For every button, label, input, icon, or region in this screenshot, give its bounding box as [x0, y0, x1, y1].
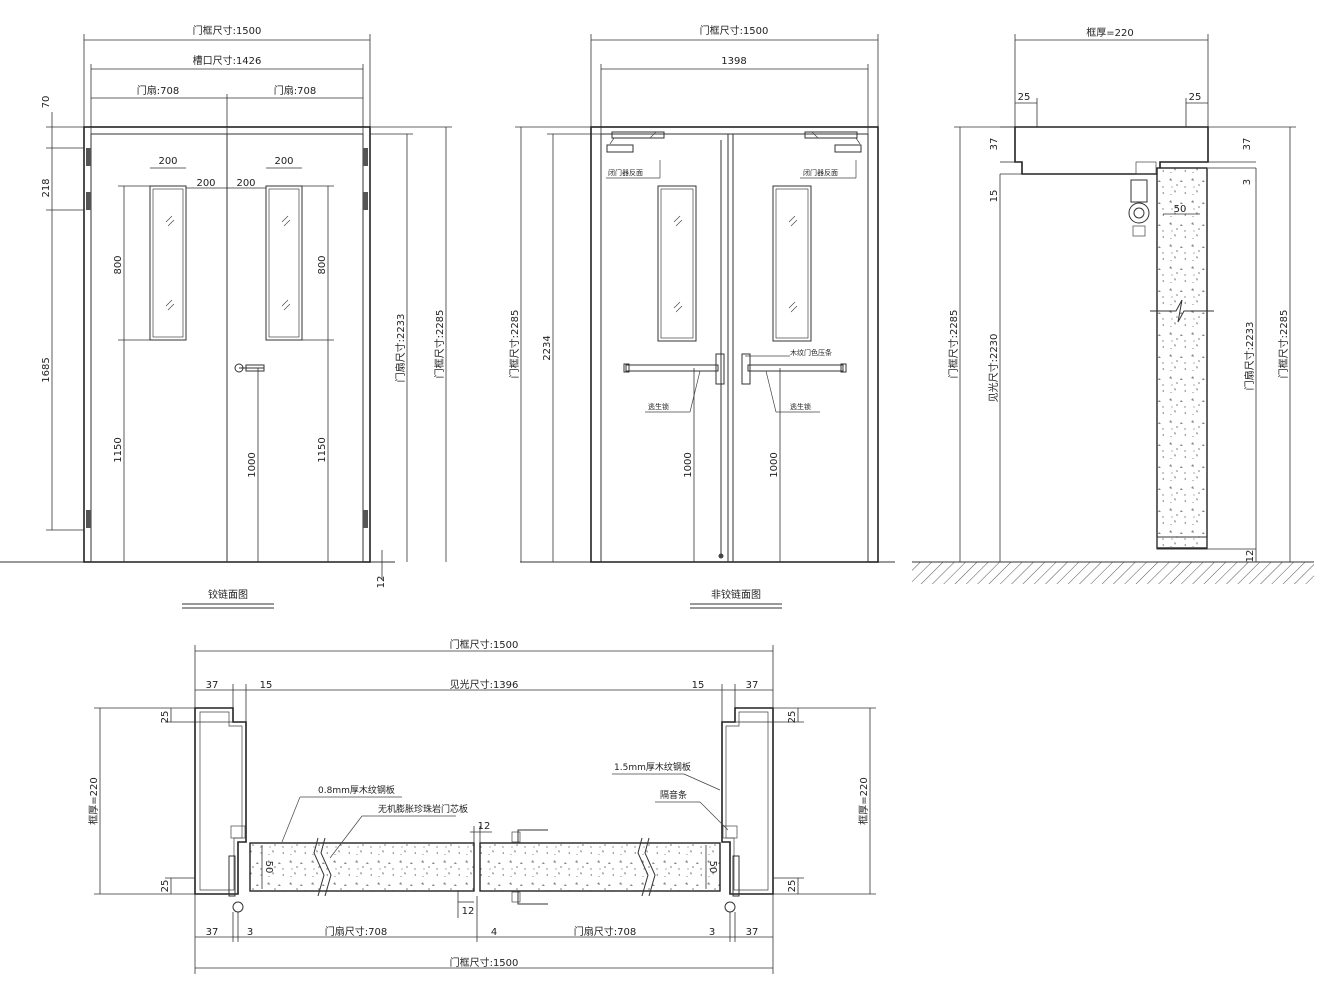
- inner-width-dim: 1398: [721, 56, 746, 67]
- dim-200-d: 200: [274, 156, 293, 167]
- plan-dim-4: 4: [491, 927, 497, 938]
- plan-thickness-right: 框厚=220: [857, 777, 870, 824]
- frame-height-dim-3: 门框尺寸:2285: [947, 310, 960, 379]
- leaf-height-dim-3: 门扇尺寸:2233: [1243, 322, 1256, 391]
- note-seal: 隔音条: [660, 789, 687, 801]
- dim-200-a: 200: [158, 156, 177, 167]
- dim-70: 70: [41, 96, 52, 109]
- dim-25-right-side: 25: [1189, 92, 1202, 103]
- plan-leaf-left: 门扇尺寸:708: [325, 925, 387, 938]
- note-steel-15: 1.5mm厚木纹钢板: [614, 761, 691, 773]
- frame-width-dim-2: 门框尺寸:1500: [700, 24, 769, 37]
- plan-leaf-right: 门扇尺寸:708: [574, 925, 636, 938]
- closer-label-left: 闭门器反面: [608, 168, 643, 177]
- note-steel-08: 0.8mm厚木纹钢板: [318, 784, 395, 796]
- plan-dim-3-l: 3: [247, 927, 253, 938]
- plan-dim-25-br: 25: [787, 880, 798, 893]
- leaf-height-dim: 门扇尺寸:2233: [394, 314, 407, 383]
- note-core: 无机膨胀珍珠岩门芯板: [378, 803, 468, 815]
- dim-15-side: 15: [989, 190, 1000, 203]
- dim-3-side: 3: [1242, 179, 1253, 185]
- side-section: 框厚=220 25 25 37 15 37 3 50 门框尺寸:2285 见光尺…: [912, 26, 1314, 584]
- plan-dim-37-br: 37: [746, 927, 759, 938]
- dim-12-side: 12: [1245, 550, 1256, 563]
- dim-200-b: 200: [196, 178, 215, 189]
- dim-12: 12: [376, 576, 387, 589]
- plan-dim-25-tr: 25: [787, 711, 798, 724]
- dim-800-left: 800: [113, 255, 124, 274]
- plan-section: 门框尺寸:1500 37 15 见光尺寸:1396 15 37 框厚=220 2…: [87, 638, 876, 974]
- clear-height-dim: 见光尺寸:2230: [987, 334, 1000, 403]
- plan-thickness-left: 框厚=220: [87, 777, 100, 824]
- plan-dim-25-tl: 25: [160, 711, 171, 724]
- plan-dim-50-left: 50: [263, 861, 274, 874]
- plan-dim-37-bl: 37: [206, 927, 219, 938]
- dim-50-side: 50: [1174, 204, 1187, 215]
- plan-dim-15-l: 15: [260, 680, 273, 691]
- dim-25-left-side: 25: [1018, 92, 1031, 103]
- frame-height-dim: 门框尺寸:2285: [433, 310, 446, 379]
- dim-1000-right-2: 1000: [769, 452, 780, 477]
- plan-frame-width-top: 门框尺寸:1500: [450, 638, 519, 651]
- leaf-right-dim: 门扇:708: [274, 84, 316, 97]
- escape-lock-left: 逃生锁: [648, 402, 669, 411]
- dim-200-c: 200: [236, 178, 255, 189]
- plan-dim-37-tr: 37: [746, 680, 759, 691]
- frame-thickness-dim: 框厚=220: [1086, 26, 1133, 39]
- plan-dim-12-top: 12: [478, 821, 491, 832]
- dim-1000: 1000: [247, 452, 258, 477]
- hinge-elevation-title: 铰链面图: [208, 588, 248, 601]
- plan-dim-50-right: 50: [707, 861, 718, 874]
- dim-1150-left: 1150: [113, 437, 124, 462]
- sequencer-label: 木纹门色压条: [790, 348, 832, 357]
- frame-height-dim-2: 门框尺寸:2285: [508, 310, 521, 379]
- hinge-side-elevation: 门框尺寸:1500 槽口尺寸:1426 门扇:708 门扇:708 70 218…: [0, 24, 452, 609]
- plan-dim-37-tl: 37: [206, 680, 219, 691]
- dim-1150-right: 1150: [317, 437, 328, 462]
- plan-dim-25-bl: 25: [160, 880, 171, 893]
- dim-218: 218: [41, 178, 52, 197]
- frame-height-dim-4: 门框尺寸:2285: [1277, 310, 1290, 379]
- dim-1000-left-2: 1000: [683, 452, 694, 477]
- plan-dim-12-bottom: 12: [462, 906, 475, 917]
- dim-800-right: 800: [317, 255, 328, 274]
- dim-37-right-side: 37: [1242, 138, 1253, 151]
- closer-label-right: 闭门器反面: [803, 168, 838, 177]
- escape-lock-right: 逃生锁: [790, 402, 811, 411]
- rebate-width-dim: 槽口尺寸:1426: [193, 54, 262, 67]
- plan-dim-3-r: 3: [709, 927, 715, 938]
- frame-width-dim: 门框尺寸:1500: [193, 24, 262, 37]
- plan-frame-width-bottom: 门框尺寸:1500: [450, 956, 519, 969]
- plan-clear-width: 见光尺寸:1396: [450, 678, 519, 691]
- non-hinge-side-elevation: 闭门器反面 闭门器反面 木纹门色压条 逃生锁 逃生锁 门框尺寸:1500: [508, 24, 895, 609]
- non-hinge-elevation-title: 非铰链面图: [711, 588, 761, 601]
- dim-2234: 2234: [542, 335, 553, 360]
- dim-37-left-side: 37: [989, 138, 1000, 151]
- dim-1685: 1685: [41, 357, 52, 382]
- plan-dim-15-r: 15: [692, 680, 705, 691]
- leaf-left-dim: 门扇:708: [137, 84, 179, 97]
